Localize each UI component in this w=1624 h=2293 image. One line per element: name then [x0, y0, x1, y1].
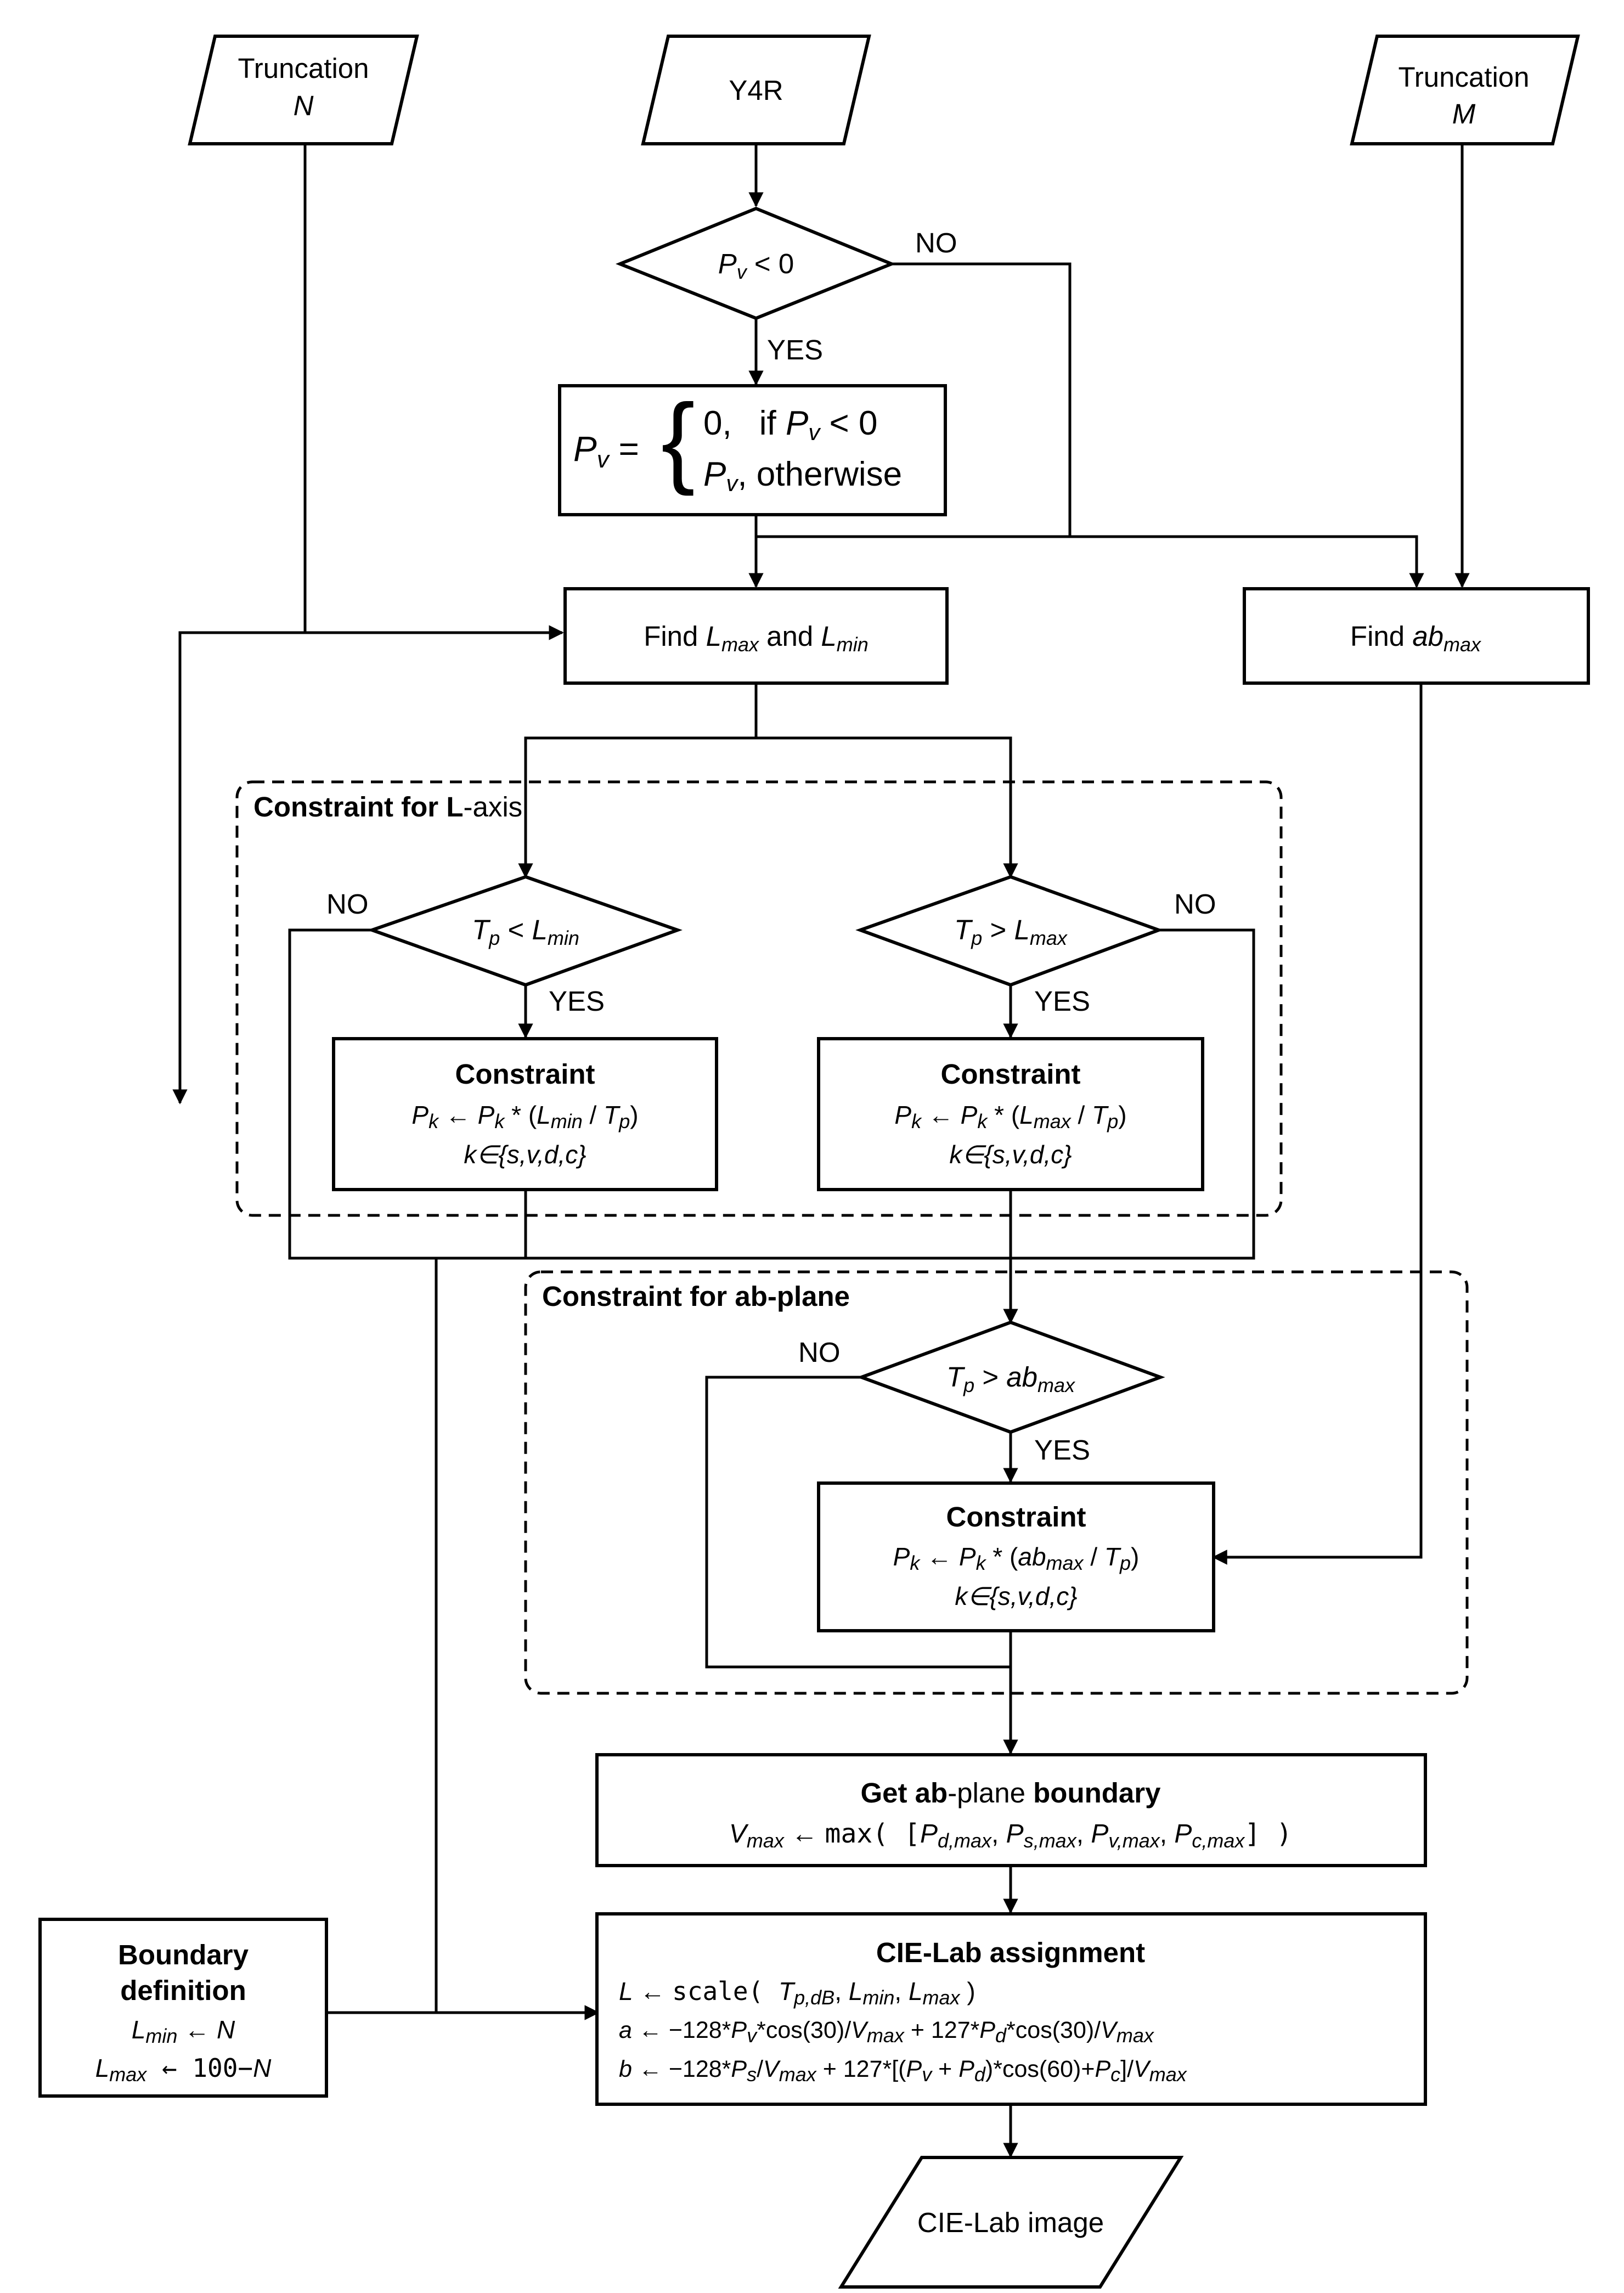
- boundary-def-title-line1: Boundary: [118, 1939, 249, 1970]
- output-label: CIE-Lab image: [917, 2207, 1104, 2238]
- constraint-lmax-set: k∈{s,v,d,c}: [949, 1140, 1072, 1169]
- constraint-lmin-title: Constraint: [455, 1058, 595, 1090]
- cielab-b-line: b ← −128*Ps/Vmax + 127*[(Pv + Pd)*cos(60…: [619, 2056, 1188, 2086]
- decision-tp-lt-lmin: Tp < Lmin NO YES: [326, 875, 683, 1017]
- ab-boundary-formula: Vmax ← max( [Pd,max, Ps,max, Pv,max, Pc,…: [729, 1818, 1292, 1852]
- l-axis-group-title: Constraint for L-axis: [253, 791, 522, 822]
- boundary-definition-box: Boundary definition Lmin ← N Lmax ← 100−…: [38, 1918, 328, 2098]
- ab-plane-constraint-group: [524, 1270, 1469, 1695]
- decision-abmax-text: Tp > abmax: [946, 1361, 1076, 1396]
- decision-abmax-yes-label: YES: [1034, 1434, 1090, 1466]
- input-truncation-m: Truncation M: [1350, 35, 1580, 145]
- pv-clamp-case2: Pv, otherwise: [703, 455, 902, 496]
- decision-pv-text: Pv < 0: [718, 248, 794, 283]
- decision-lmax-text: Tp > Lmax: [954, 914, 1068, 949]
- decision-lmax-yes-label: YES: [1034, 985, 1090, 1017]
- pv-clamp-case1: 0,if Pv < 0: [703, 404, 877, 445]
- boundary-def-lmin: Lmin ← N: [132, 2015, 235, 2047]
- output-cielab-image: CIE-Lab image: [838, 2156, 1184, 2289]
- constraint-lmax-formula: Pk ← Pk * (Lmax / Tp): [894, 1101, 1126, 1133]
- constraint-lmin-set: k∈{s,v,d,c}: [464, 1140, 586, 1169]
- find-l-text: Find Lmax and Lmin: [644, 621, 869, 656]
- constraint-ab-title: Constraint: [946, 1501, 1086, 1533]
- find-ab-text: Find abmax: [1350, 621, 1482, 656]
- truncation-m-label: Truncation: [1398, 61, 1529, 93]
- constraint-ab-formula: Pk ← Pk * (abmax / Tp): [893, 1542, 1140, 1574]
- constraint-lmin-formula: Pk ← Pk * (Lmin / Tp): [411, 1101, 638, 1133]
- decision-lmax-no-label: NO: [1174, 888, 1216, 920]
- ab-boundary-title: Get ab-plane boundary: [860, 1777, 1161, 1809]
- find-ab-box: Find abmax: [1243, 587, 1590, 685]
- ab-plane-boundary-box: Get ab-plane boundary Vmax ← max( [Pd,ma…: [595, 1753, 1427, 1867]
- connectors: [172, 144, 1470, 2158]
- cielab-a-line: a ← −128*Pv*cos(30)/Vmax + 127*Pd*cos(30…: [619, 2017, 1155, 2047]
- ab-group-title: Constraint for ab-plane: [542, 1281, 850, 1312]
- constraint-ab-box: Constraint Pk ← Pk * (abmax / Tp) k∈{s,v…: [817, 1481, 1215, 1632]
- constraint-lmax-box: Constraint Pk ← Pk * (Lmax / Tp) k∈{s,v,…: [817, 1037, 1204, 1191]
- cielab-title: CIE-Lab assignment: [876, 1937, 1145, 1968]
- cielab-l-line: L ← scale( Tp,dB, Lmin, Lmax ): [619, 1976, 975, 2009]
- find-l-box: Find Lmax and Lmin: [563, 587, 949, 685]
- pv-clamp-box: Pv = { 0,if Pv < 0 Pv, otherwise: [558, 384, 947, 516]
- decision-lmin-no-label: NO: [326, 888, 369, 920]
- decision-tp-gt-lmax: Tp > Lmax NO YES: [855, 875, 1216, 1017]
- boundary-def-lmax: Lmax ← 100−N: [95, 2053, 272, 2086]
- input-truncation-n: Truncation N: [188, 35, 419, 145]
- decision-tp-gt-abmax: Tp > abmax NO YES: [798, 1320, 1165, 1466]
- decision-pv-yes-label: YES: [767, 334, 823, 365]
- cielab-assignment-box: CIE-Lab assignment L ← scale( Tp,dB, Lmi…: [595, 1912, 1427, 2106]
- y4r-label: Y4R: [729, 75, 783, 106]
- truncation-n-label: Truncation: [238, 53, 369, 84]
- decision-pv-negative: Pv < 0 NO YES: [615, 206, 957, 365]
- constraint-lmax-title: Constraint: [941, 1058, 1081, 1090]
- pv-clamp-brace: {: [661, 384, 695, 497]
- boundary-def-title-line2: definition: [120, 1975, 246, 2006]
- decision-lmin-text: Tp < Lmin: [472, 914, 579, 949]
- truncation-n-variable: N: [294, 90, 314, 121]
- decision-pv-no-label: NO: [915, 227, 957, 258]
- constraint-ab-set: k∈{s,v,d,c}: [955, 1582, 1077, 1610]
- truncation-m-variable: M: [1452, 98, 1476, 129]
- decision-abmax-no-label: NO: [798, 1337, 841, 1368]
- pv-clamp-lhs: Pv =: [573, 429, 639, 473]
- constraint-lmin-box: Constraint Pk ← Pk * (Lmin / Tp) k∈{s,v,…: [332, 1037, 718, 1191]
- input-y4r: Y4R: [641, 35, 871, 145]
- decision-lmin-yes-label: YES: [549, 985, 605, 1017]
